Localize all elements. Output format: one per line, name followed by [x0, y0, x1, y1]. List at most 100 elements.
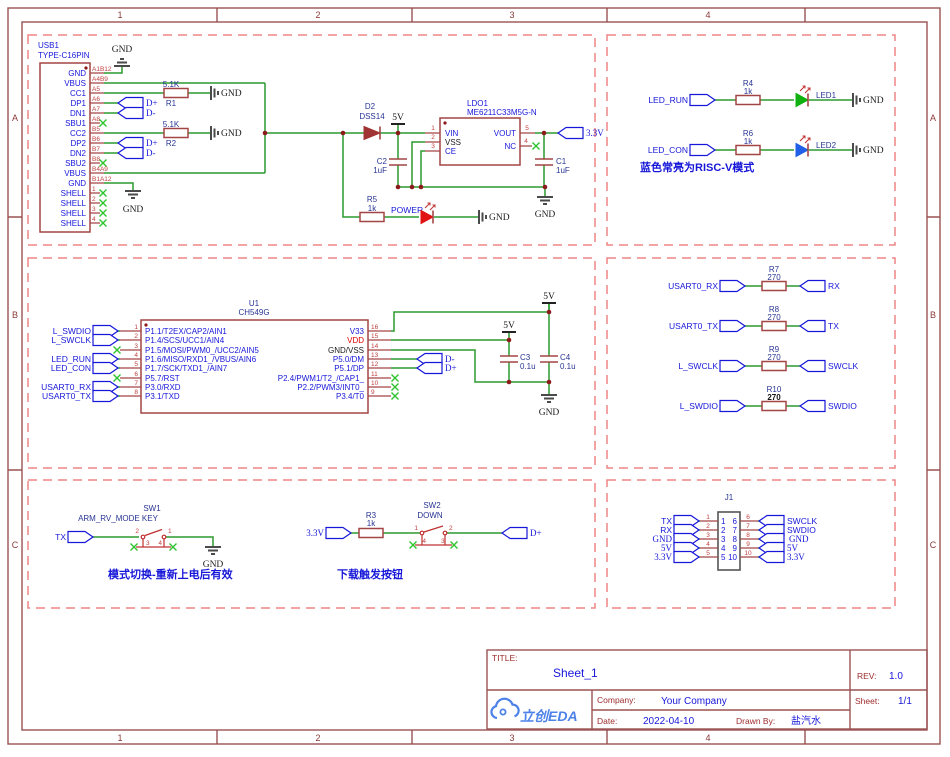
net-flag-swclk[interactable]: SWCLK	[799, 359, 859, 373]
net-flag-usart0-rx[interactable]: USART0_RX	[668, 279, 746, 293]
lceda-logo: 立创EDA	[490, 697, 578, 724]
annotation-riscv-mode: 蓝色常亮为RISC-V模式	[640, 160, 754, 174]
gnd-flag[interactable]: GND	[203, 546, 224, 570]
gnd-flag[interactable]: GND	[210, 85, 242, 101]
net-flag-led-run[interactable]: LED_RUN	[51, 352, 119, 366]
net-flag-5v[interactable]: 5V	[758, 541, 799, 555]
wires[interactable]	[93, 532, 502, 546]
usb-pin-number: 1	[92, 186, 96, 193]
net-flag-tx[interactable]: TX	[55, 530, 94, 544]
net-flag-l-swdio[interactable]: L_SWDIO	[680, 399, 746, 413]
led1-green[interactable]: LED1	[795, 85, 837, 108]
net-flag-dminus[interactable]: D-	[117, 106, 156, 120]
wires[interactable]	[118, 303, 550, 397]
gnd-flag[interactable]: GND	[852, 92, 884, 108]
wires[interactable]	[745, 285, 800, 407]
net-flag-tx[interactable]: TX	[799, 319, 839, 333]
net-flag-3v3[interactable]: 3.3V	[758, 550, 805, 564]
resistor-r6[interactable]: R6 1k	[735, 129, 761, 156]
resistor-r2[interactable]: 5.1K R2	[163, 120, 189, 148]
net-flag-dplus[interactable]: D+	[501, 526, 542, 540]
gnd-icon	[540, 394, 558, 403]
drawn-by-value[interactable]: 盐汽水	[791, 714, 821, 727]
net-flag-dplus[interactable]: D+	[416, 361, 457, 375]
power-net-label[interactable]: POWER	[391, 205, 423, 215]
gnd-flag[interactable]: GND	[478, 209, 510, 225]
usb-pin-name: CC2	[70, 129, 87, 138]
net-flag-l-swclk[interactable]: L_SWCLK	[678, 359, 746, 373]
net-flag-led-con[interactable]: LED_CON	[51, 361, 119, 375]
net-flag-dminus[interactable]: D-	[117, 146, 156, 160]
date-value[interactable]: 2022-04-10	[643, 716, 695, 727]
pin-number: 3	[134, 343, 138, 350]
net-flag-usart0-tx[interactable]: USART0_TX	[42, 389, 119, 403]
gnd-flag[interactable]: GND	[852, 142, 884, 158]
net-flag-tx[interactable]: TX	[661, 514, 700, 528]
switch-sw1[interactable]: SW1 ARM_RV_MODE KEY 2 1 3 4	[78, 504, 178, 552]
capacitor-c4[interactable]: C4 0.1u	[539, 353, 576, 371]
resistor-r1[interactable]: 5.1K R1	[163, 80, 189, 108]
wires[interactable]	[104, 66, 558, 312]
net-flag-3v3[interactable]: 3.3V	[557, 126, 604, 140]
gnd-label: GND	[863, 146, 884, 156]
no-connect-icon	[98, 208, 108, 218]
gnd-flag[interactable]: GND	[539, 394, 560, 418]
company-value[interactable]: Your Company	[661, 696, 727, 707]
usb-pin-number: A1B12	[92, 66, 112, 73]
net-flag-l-swclk[interactable]: L_SWCLK	[51, 333, 119, 347]
switch-sw2[interactable]: SW2 DOWN 1 2 4 3	[408, 501, 459, 550]
net-flag-rx[interactable]: RX	[799, 279, 840, 293]
net-flag-usart0-tx[interactable]: USART0_TX	[669, 319, 746, 333]
gnd-flag[interactable]: GND	[210, 125, 242, 141]
diode-d2[interactable]: D2 DSS14	[359, 102, 385, 141]
net-flag-dminus[interactable]: D-	[416, 352, 455, 366]
power-flag-5v[interactable]: 5V	[501, 321, 517, 333]
net-flag-usart0-rx[interactable]: USART0_RX	[41, 380, 119, 394]
ldo-regulator[interactable]: LDO1 ME6211C33M5G-N 1 2 3 5 4 VIN VSS CE…	[425, 99, 541, 166]
power-flag-5v[interactable]: 5V	[390, 113, 406, 125]
net-flag-swdio[interactable]: SWDIO	[799, 399, 857, 413]
net-flag-dplus[interactable]: D+	[117, 96, 158, 110]
net-flag-3v3[interactable]: 3.3V	[654, 550, 700, 564]
net-flag-gnd[interactable]: GND	[653, 532, 700, 546]
mcu-u1[interactable]: U1 CH549G 1 2 3 4 5 6 7 8 P1.1/T2EX/CAP2…	[112, 299, 400, 414]
capacitor-c1[interactable]: C1 1uF	[534, 157, 570, 175]
led2-blue[interactable]: LED2	[795, 135, 837, 158]
part-name: DOWN	[417, 511, 443, 520]
net-flag-5v[interactable]: 5V	[661, 541, 700, 555]
net-label: USART0_TX	[669, 321, 718, 331]
net-flag-led-run[interactable]: LED_RUN	[648, 93, 716, 107]
wires[interactable]	[715, 99, 852, 151]
net-flag-rx[interactable]: RX	[660, 523, 700, 537]
header-j1[interactable]: J1 1 2 3 4 5 6 7 8 9 10 1 2 3 4 5 6 7 8 …	[700, 493, 758, 571]
resistor-r5[interactable]: R5 1k	[359, 195, 385, 223]
gnd-flag[interactable]: GND	[123, 190, 144, 215]
pin-name: P3.0/RXD	[145, 383, 181, 392]
usb-connector[interactable]: USB1 TYPE-C16PIN GND VBUS CC1 DP1 DN1 SB…	[38, 41, 112, 233]
power-flag-5v[interactable]: 5V	[541, 292, 557, 304]
net-flag-gnd[interactable]: GND	[758, 532, 809, 546]
net-flag-3v3[interactable]: 3.3V	[306, 526, 352, 540]
net-flag-swdio[interactable]: SWDIO	[758, 523, 816, 537]
gnd-icon	[210, 125, 219, 141]
net-flag-dplus[interactable]: D+	[117, 136, 158, 150]
net-flag-l-swdio[interactable]: L_SWDIO	[53, 324, 119, 338]
pin-name: NC	[504, 142, 516, 151]
gnd-flag[interactable]: GND	[535, 196, 556, 220]
pin-number: 1	[706, 514, 710, 521]
capacitor-c2[interactable]: C2 1uF	[373, 157, 408, 175]
sheet-title[interactable]: Sheet_1	[553, 666, 598, 680]
resistor-r3[interactable]: R3 1k	[358, 511, 384, 539]
resistor-r4[interactable]: R4 1k	[735, 79, 761, 106]
net-flag-led-con[interactable]: LED_CON	[648, 143, 716, 157]
net-flag-swclk[interactable]: SWCLK	[758, 514, 818, 528]
usb-pin-number: B6	[92, 136, 100, 143]
rev-value[interactable]: 1.0	[889, 671, 903, 682]
gnd-flag[interactable]: GND	[112, 45, 133, 67]
pin-number: 9	[746, 541, 750, 548]
capacitor-c3[interactable]: C3 0.1u	[499, 353, 536, 371]
